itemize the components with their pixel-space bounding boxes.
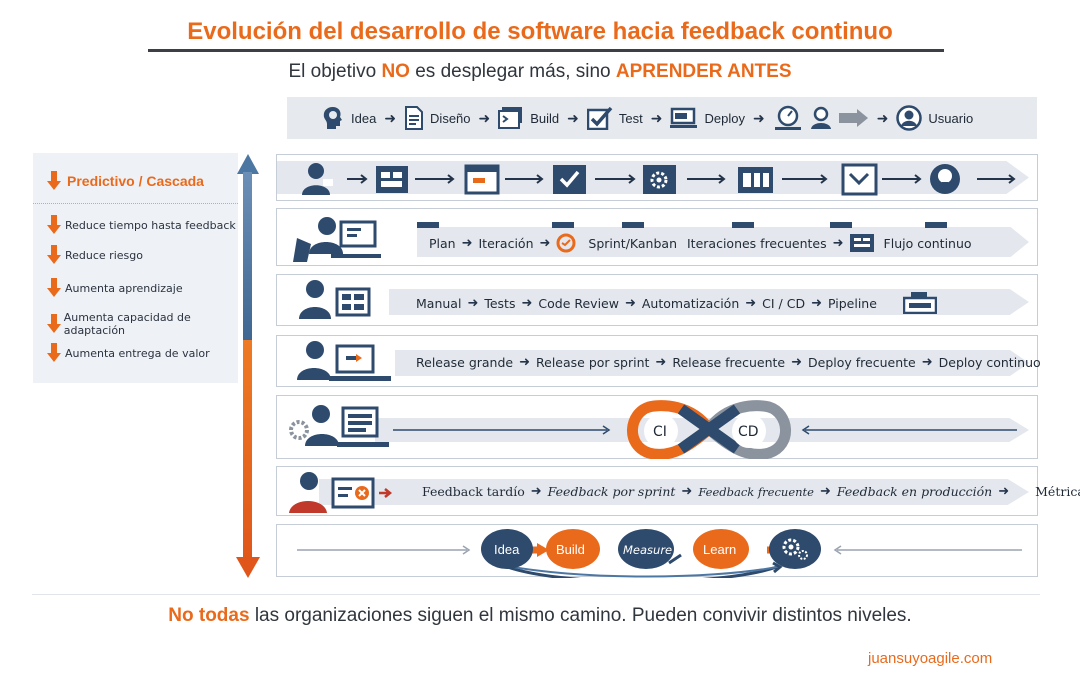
cicd-arrows xyxy=(393,425,1017,435)
row-band xyxy=(395,350,1029,376)
credit-link[interactable]: juansuyoagile.com xyxy=(868,650,993,667)
row-automation: Manual➜ Tests➜ Code Review➜ Automatizaci… xyxy=(276,274,1038,326)
person-at-monitor-icon xyxy=(297,341,391,381)
row-agile: Plan➜ Iteración➜ Sprint/Kanban Iteracion… xyxy=(276,208,1038,266)
arrow-icon: ➜ xyxy=(650,109,663,126)
row-automation-flow: Manual➜ Tests➜ Code Review➜ Automatizaci… xyxy=(416,292,937,314)
side-item: Aumenta aprendizaje xyxy=(47,278,183,298)
person-icon xyxy=(302,163,333,195)
learning-loop-svg xyxy=(297,529,1022,578)
person-at-desk-icon xyxy=(293,217,381,262)
top-flow-build: Build xyxy=(498,106,559,130)
page-title: Evolución del desarrollo de software hac… xyxy=(187,18,893,45)
top-flow-diseno: Diseño xyxy=(404,106,471,130)
person-with-dashboard-icon xyxy=(299,280,371,319)
list-icon xyxy=(849,234,874,252)
terminal-icon xyxy=(498,107,523,129)
side-divider xyxy=(33,203,238,204)
arrow-icon: ➜ xyxy=(478,109,491,126)
side-heading: Predictivo / Cascada xyxy=(47,171,204,191)
loop-learn: Learn xyxy=(703,542,737,557)
developer-with-gear-icon xyxy=(289,405,389,447)
title-underline xyxy=(148,49,944,52)
server-icon xyxy=(902,292,937,314)
row-cicd: CI CD xyxy=(276,395,1038,459)
subtitle: El objetivo NO es desplegar más, sino AP… xyxy=(288,61,792,82)
loop-measure: Measure xyxy=(623,543,673,557)
side-panel: Predictivo / Cascada Reduce tiempo hasta… xyxy=(33,153,238,383)
monitor-icon xyxy=(670,107,698,128)
lightbulb-head-icon xyxy=(323,107,342,129)
down-arrow-icon xyxy=(47,171,61,191)
arrow-block-icon xyxy=(838,109,868,127)
side-item: Reduce tiempo hasta feedback xyxy=(47,215,236,235)
arrow-icon: ➜ xyxy=(567,109,579,126)
footer-note: No todas las organizaciones siguen el mi… xyxy=(168,605,912,626)
row-feedback-flow: Feedback tardío➜ Feedback por sprint➜ Fe… xyxy=(422,484,1080,499)
ci-label: CI xyxy=(653,424,667,440)
down-arrow-icon xyxy=(47,245,61,265)
row-agile-flow: Plan➜ Iteración➜ Sprint/Kanban Iteracion… xyxy=(429,233,972,253)
down-arrow-icon xyxy=(47,314,61,334)
top-flow-test: Test xyxy=(586,106,643,130)
down-arrow-icon xyxy=(47,215,61,235)
top-flow-monitor xyxy=(773,105,869,131)
row-release: Release grande➜ Release por sprint➜ Rele… xyxy=(276,335,1041,387)
down-arrow-icon xyxy=(47,278,61,298)
arrow-icon: ➜ xyxy=(876,109,889,126)
row-learning-loop: Idea Build Measure Learn xyxy=(276,524,1038,578)
row-icons-svg xyxy=(347,163,1016,196)
row-band xyxy=(417,227,1029,257)
side-item: Aumenta capacidad de adaptación xyxy=(47,311,238,337)
row-agile-decor xyxy=(417,222,947,228)
row-feedback: Feedback tardío➜ Feedback por sprint➜ Fe… xyxy=(276,466,1080,516)
vertical-arrow-up-head xyxy=(237,154,259,174)
loop-idea: Idea xyxy=(494,542,520,557)
arrow-icon: ➜ xyxy=(384,109,397,126)
down-arrow-icon xyxy=(47,343,61,363)
top-flow-deploy: Deploy xyxy=(670,107,745,129)
side-item: Aumenta entrega de valor xyxy=(47,343,210,363)
footer-divider xyxy=(32,594,1040,595)
gauge-icon xyxy=(774,105,801,130)
document-icon xyxy=(405,106,424,130)
person-with-alert-icon xyxy=(289,472,393,513)
infinity-loop-icon xyxy=(627,400,791,459)
checkbox-icon xyxy=(586,106,613,130)
row-release-flow: Release grande➜ Release por sprint➜ Rele… xyxy=(416,355,1041,370)
top-flow-usuario: Usuario xyxy=(896,105,973,131)
loop-build: Build xyxy=(556,542,585,557)
cd-label: CD xyxy=(738,424,759,440)
arrow-icon: ➜ xyxy=(752,109,765,126)
user-icon xyxy=(810,106,831,129)
row-band xyxy=(319,479,1029,505)
top-flow-idea: Idea xyxy=(321,105,376,131)
vertical-arrow-lower xyxy=(243,340,252,562)
top-flow-row: Idea ➜ Diseño ➜ Build ➜ Test ➜ Deploy ➜ … xyxy=(287,97,1037,139)
row-icons xyxy=(276,154,1038,201)
refresh-icon xyxy=(556,233,576,253)
vertical-arrow-down-head xyxy=(236,557,260,578)
side-item: Reduce riesgo xyxy=(47,245,143,265)
user-circle-icon xyxy=(896,105,923,131)
vertical-arrow-upper xyxy=(243,172,252,340)
